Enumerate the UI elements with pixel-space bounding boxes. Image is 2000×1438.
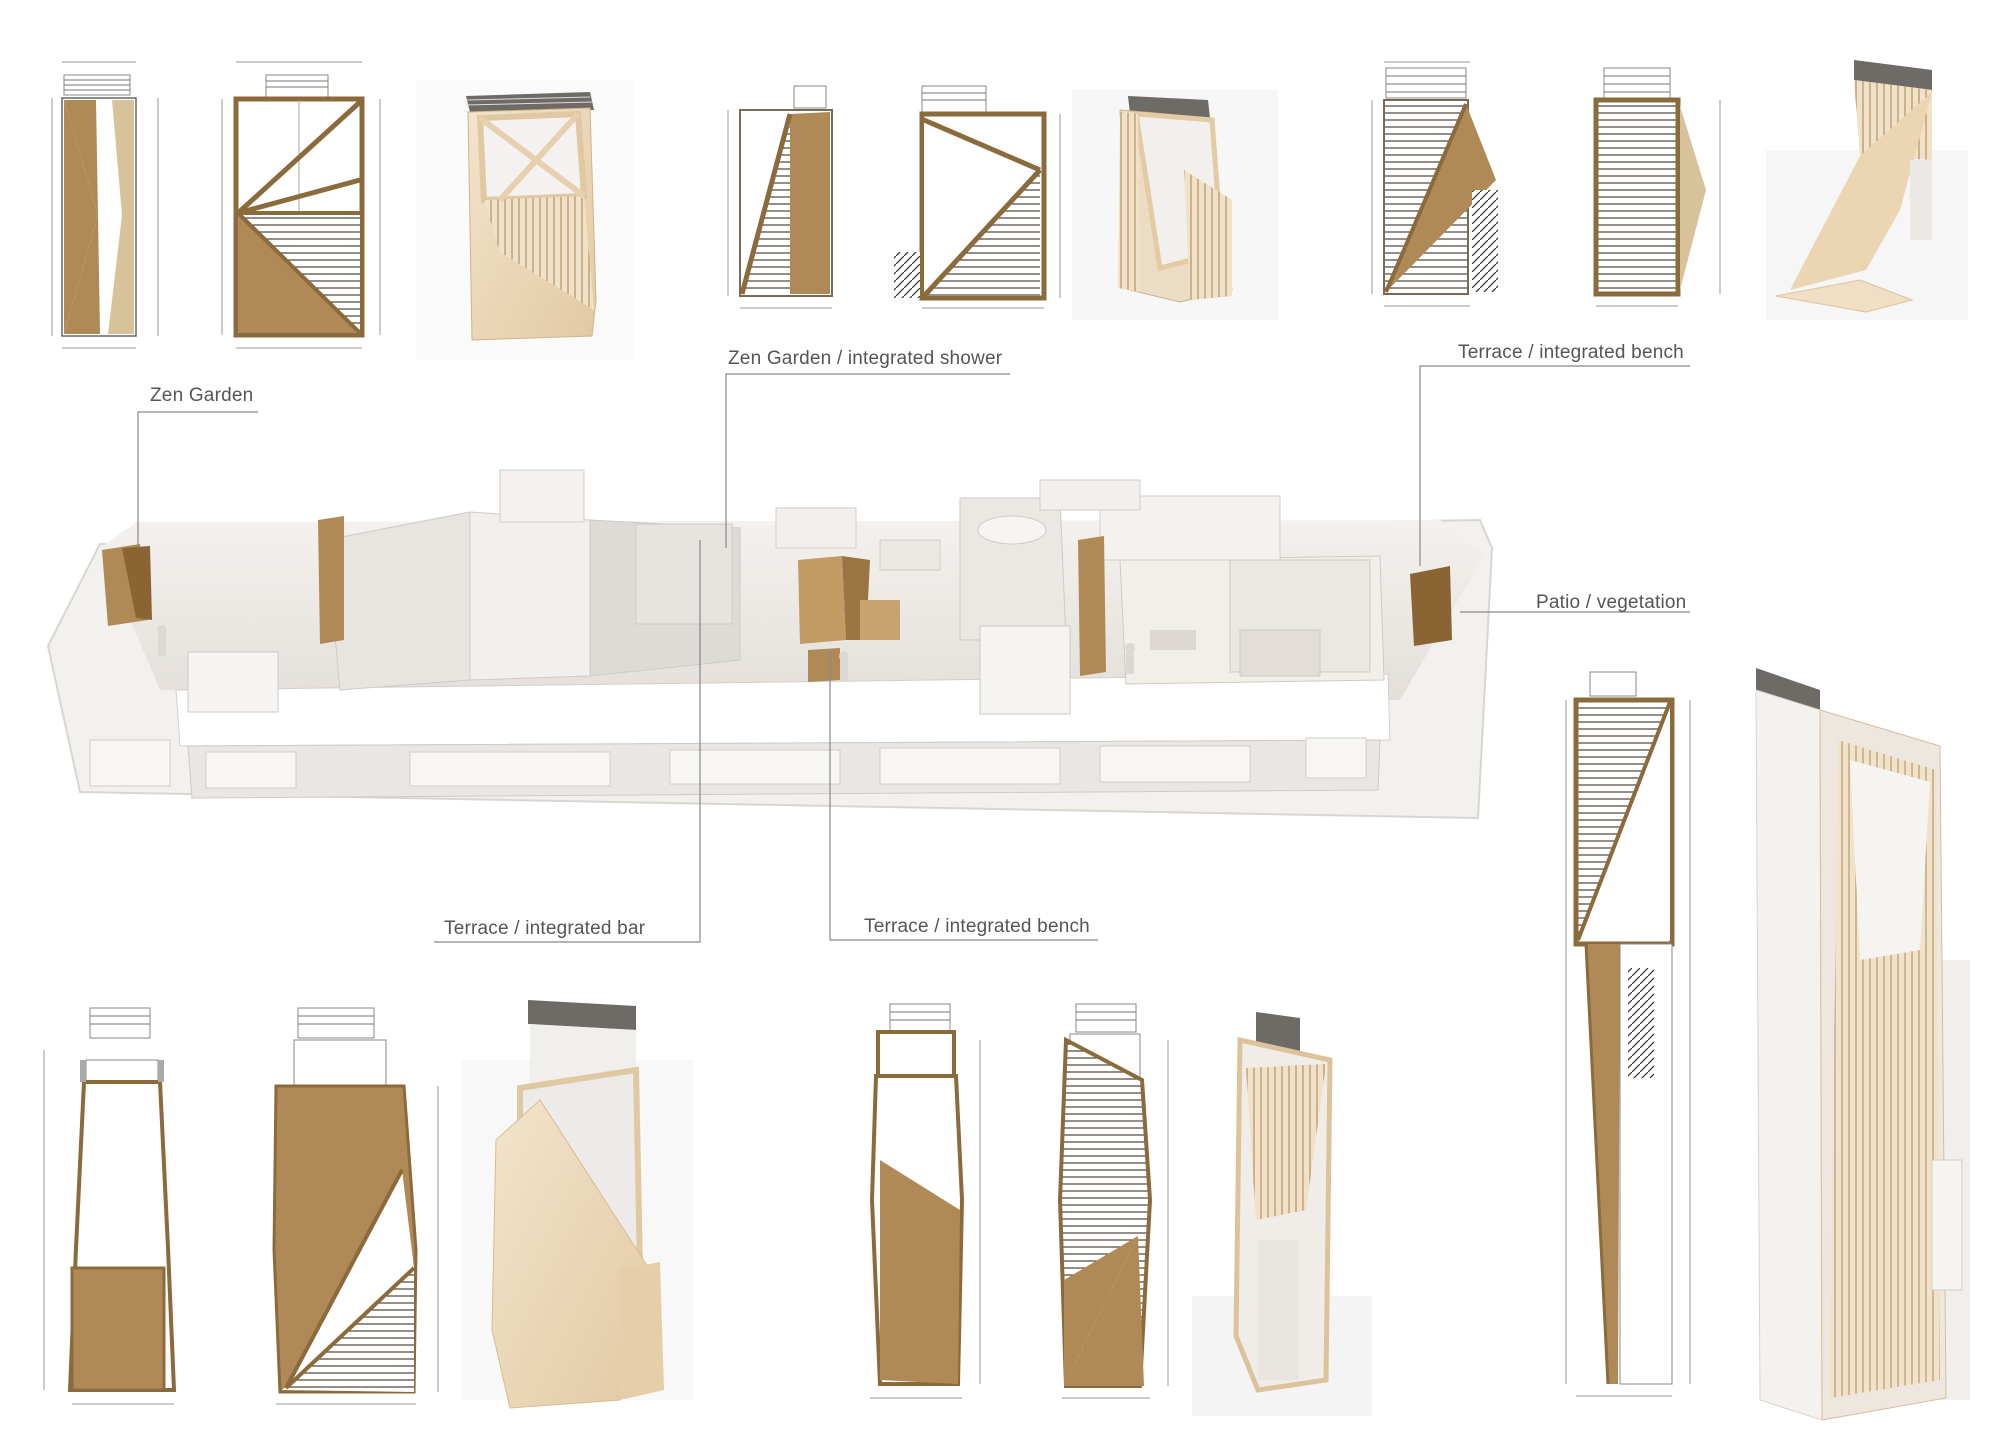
label-terrace-bench-top: Terrace / integrated bench [1458,342,1684,363]
elevation-2 [221,61,381,349]
elevation-tall [1565,671,1691,1397]
label-terrace-bar: Terrace / integrated bar [444,918,646,939]
leader-lines [137,365,1690,943]
elevation-8 [272,1007,439,1405]
render-tall [1755,668,1970,1421]
render-5 [1192,1012,1372,1416]
label-terrace-bench-bottom: Terrace / integrated bench [864,916,1090,937]
elevation-3 [727,85,833,309]
label-zen-garden-shower: Zen Garden / integrated shower [728,348,1003,369]
render-1 [416,80,634,360]
elevation-4 [894,85,1061,309]
elevation-5 [1371,61,1498,307]
elevation-10 [1057,1003,1169,1399]
building-model [46,469,1494,820]
elevation-7 [43,1007,177,1405]
label-zen-garden: Zen Garden [150,385,254,406]
elevation-1 [51,61,159,349]
render-4 [462,1000,694,1409]
render-2 [1072,90,1278,320]
elevation-6 [1593,67,1721,307]
render-3 [1766,60,1968,320]
label-patio-vegetation: Patio / vegetation [1536,592,1687,613]
elevation-9 [869,1003,981,1399]
